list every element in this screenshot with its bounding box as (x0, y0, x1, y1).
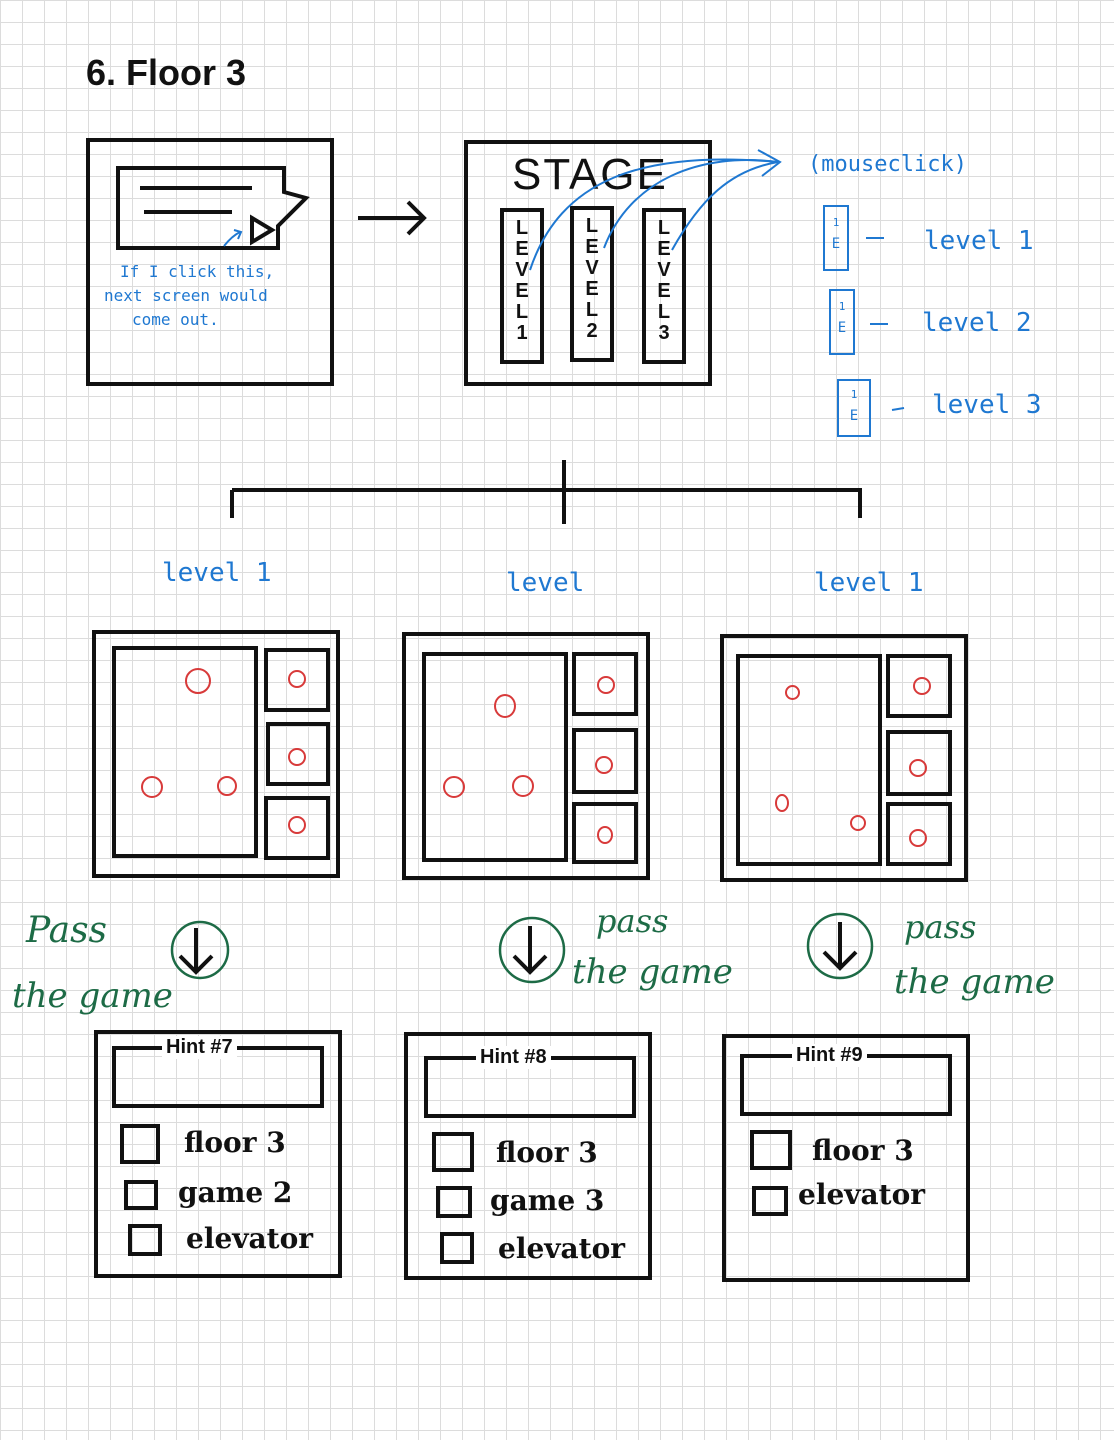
game-3-slot-2 (886, 730, 952, 796)
game-1-target-circle[interactable] (217, 776, 237, 796)
stage-screen-frame (464, 140, 712, 386)
level-2-label: LEVEL2 (585, 215, 599, 342)
game-1-slot-circle (288, 816, 306, 834)
game-1-target-circle[interactable] (141, 776, 163, 798)
game-3-level-label: level 1 (814, 568, 924, 598)
game-3-play-area[interactable] (736, 654, 882, 866)
down-arrow-icon (170, 920, 230, 980)
pass-label-3-line-2: the game (894, 962, 1055, 1002)
game-2-play-area[interactable] (422, 652, 568, 862)
svg-text:E: E (838, 320, 846, 336)
hint-7-item-2: game 2 (178, 1176, 293, 1209)
hint-9-title: Hint #9 (792, 1044, 867, 1067)
game-1-play-area[interactable] (112, 646, 258, 858)
hint-7-checkbox-1[interactable] (120, 1124, 160, 1164)
pass-label-3-line-1: pass (904, 908, 977, 946)
game-3-slot-circle (913, 677, 931, 695)
game-2-slot-1 (572, 652, 638, 716)
hint-8-item-3: elevator (498, 1232, 626, 1265)
pass-label-1-line-1: Pass (26, 910, 108, 951)
game-2-target-circle[interactable] (443, 776, 465, 798)
game-2-screen (402, 632, 650, 880)
svg-text:1: 1 (839, 300, 846, 313)
game-1-slot-1 (264, 648, 330, 712)
intro-note-line-1: If I click this, (120, 262, 275, 281)
game-3-target-circle[interactable] (775, 794, 789, 812)
pass-label-2-line-2: the game (572, 952, 733, 992)
game-1-level-label: level 1 (162, 558, 272, 588)
game-3-screen (720, 634, 968, 882)
svg-text:E: E (850, 408, 858, 424)
svg-text:E: E (832, 236, 840, 252)
intro-screen-frame (86, 138, 334, 386)
level-1-button[interactable] (500, 208, 544, 364)
level-2-button[interactable] (570, 206, 614, 362)
game-3-slot-circle (909, 829, 927, 847)
hint-7-checkbox-2[interactable] (124, 1180, 158, 1210)
hint-card-8 (404, 1032, 652, 1280)
hint-card-9 (722, 1034, 970, 1282)
hint-8-item-1: floor 3 (496, 1136, 598, 1169)
down-arrow-icon (806, 912, 874, 980)
hint-9-item-1: floor 3 (812, 1134, 914, 1167)
hint-9-checkbox-1[interactable] (750, 1130, 792, 1170)
game-2-slot-circle (597, 676, 615, 694)
game-1-slot-2 (266, 722, 330, 786)
legend-item-2: level 2 (922, 308, 1032, 338)
hint-8-checkbox-3[interactable] (440, 1232, 474, 1264)
page-title: 6. Floor 3 (86, 52, 247, 93)
level-3-label: LEVEL3 (657, 217, 671, 344)
game-3-target-circle[interactable] (785, 685, 800, 700)
hint-card-7 (94, 1030, 342, 1278)
hint-7-item-3: elevator (186, 1222, 314, 1255)
pass-label-2-line-1: pass (596, 902, 669, 940)
intro-note-line-3: come out. (132, 310, 219, 329)
game-1-slot-circle (288, 670, 306, 688)
game-1-slot-circle (288, 748, 306, 766)
hint-9-checkbox-2[interactable] (752, 1186, 788, 1216)
level-1-label: LEVEL1 (515, 217, 529, 344)
game-1-screen (92, 630, 340, 878)
game-3-slot-3 (886, 802, 952, 866)
down-arrow-icon (498, 916, 566, 984)
game-2-target-circle[interactable] (512, 775, 534, 797)
svg-text:1: 1 (833, 216, 840, 229)
play-icon (250, 214, 276, 246)
hint-9-item-2: elevator (798, 1178, 926, 1211)
game-3-slot-circle (909, 759, 927, 777)
game-1-target-circle[interactable] (185, 668, 211, 694)
hint-8-title: Hint #8 (476, 1046, 551, 1069)
level-3-button[interactable] (642, 208, 686, 364)
hint-8-checkbox-2[interactable] (436, 1186, 472, 1218)
svg-text:1: 1 (851, 388, 858, 401)
game-3-slot-1 (886, 654, 952, 718)
game-2-slot-2 (572, 728, 638, 794)
legend-header: (mouseclick) (808, 152, 967, 177)
hint-7-item-1: floor 3 (184, 1126, 286, 1159)
game-2-target-circle[interactable] (494, 694, 516, 718)
game-3-target-circle[interactable] (850, 815, 866, 831)
hint-8-checkbox-1[interactable] (432, 1132, 474, 1172)
legend-item-1: level 1 (924, 226, 1034, 256)
pass-label-1-line-2: the game (12, 976, 173, 1016)
hint-7-title: Hint #7 (162, 1036, 237, 1059)
game-2-level-label: level (506, 568, 585, 598)
legend-item-3: level 3 (932, 390, 1042, 420)
game-1-slot-3 (264, 796, 330, 860)
hint-7-checkbox-3[interactable] (128, 1224, 162, 1256)
game-2-slot-3 (572, 802, 638, 864)
hint-8-item-2: game 3 (490, 1184, 605, 1217)
game-2-slot-circle (595, 756, 613, 774)
intro-note-line-2: next screen would (104, 286, 268, 305)
game-2-slot-circle (597, 826, 613, 844)
